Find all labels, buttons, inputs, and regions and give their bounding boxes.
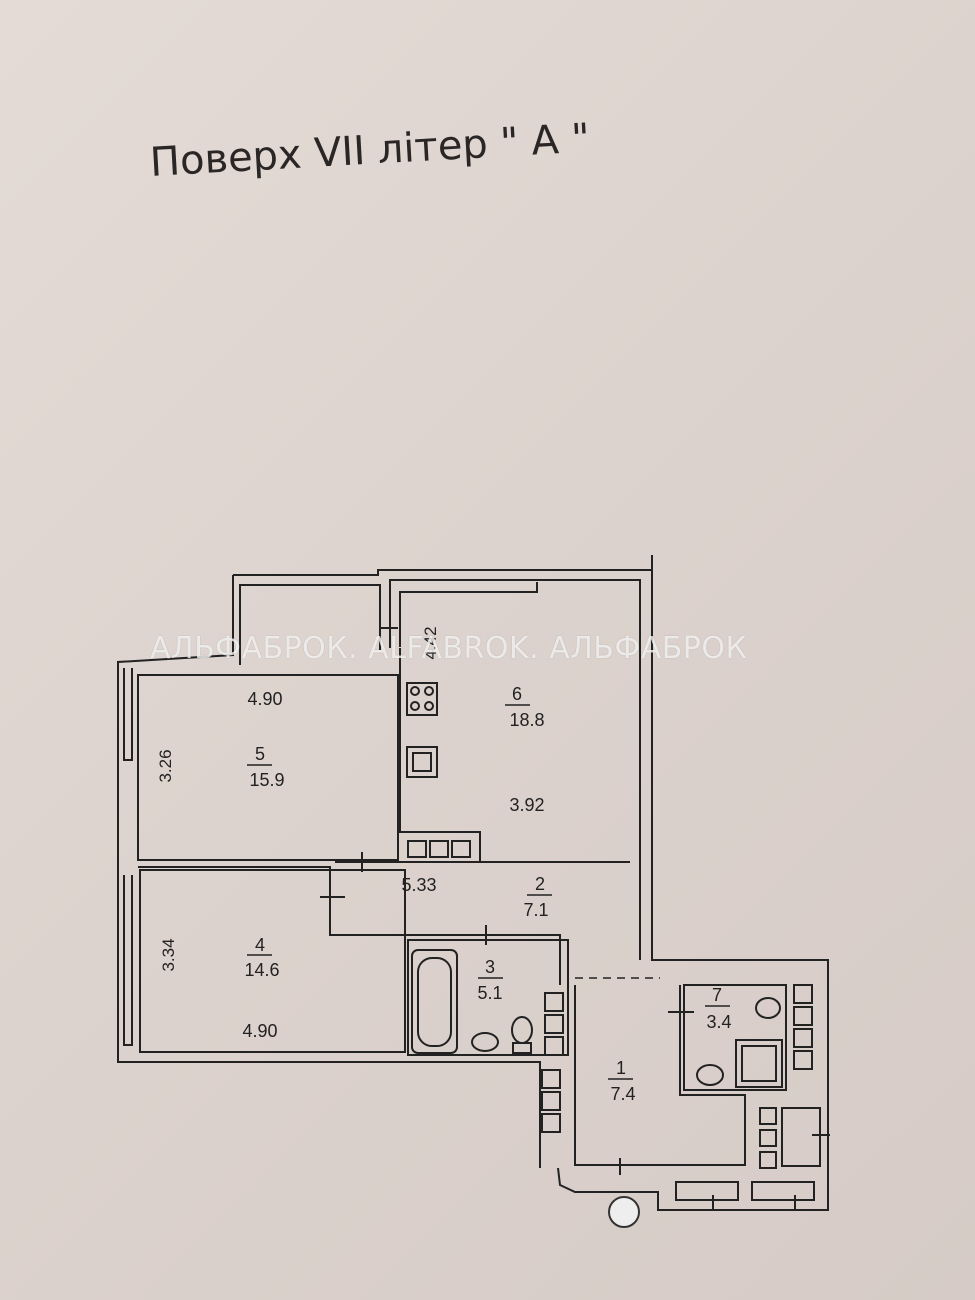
outer-wall-east	[557, 555, 829, 1211]
dim-corridor-length: 5.33	[401, 875, 436, 895]
shaft	[544, 992, 564, 1012]
stove-burner	[410, 686, 420, 696]
toilet	[511, 1016, 533, 1044]
dim-kitchen-depth: 3.92	[509, 795, 544, 815]
watermark: АЛЬФАБРОК. ALFABROK. АЛЬФАБРОК	[150, 631, 748, 666]
dim-room4-depth: 3.34	[159, 938, 178, 971]
room-5-number: 5	[255, 744, 265, 764]
room-5-outline	[137, 674, 399, 861]
window-room5	[123, 668, 133, 761]
room-4-area: 14.6	[244, 960, 279, 980]
shaft	[541, 1113, 561, 1133]
shaft	[759, 1107, 777, 1125]
shaft	[793, 1050, 813, 1070]
dim-room5-depth: 3.26	[156, 749, 175, 782]
stove-burner	[424, 701, 434, 711]
balcony-upper-inner2	[399, 582, 538, 647]
room-4-outline	[139, 869, 406, 1053]
wc-sink	[696, 1064, 724, 1086]
room-1-number: 1	[616, 1058, 626, 1078]
room-1-outline	[574, 985, 746, 1166]
room-3-number: 3	[485, 957, 495, 977]
room-5-area: 15.9	[249, 770, 284, 790]
room-3-outline	[407, 939, 569, 1056]
shaft	[541, 1091, 561, 1111]
shaft	[544, 1036, 564, 1056]
stove-burner	[424, 686, 434, 696]
bottom-unit	[751, 1181, 815, 1201]
wardrobe	[781, 1107, 821, 1167]
cabinet	[407, 840, 427, 858]
sink-basin	[412, 752, 432, 772]
room-2-number: 2	[535, 874, 545, 894]
room-7-number: 7	[712, 985, 722, 1005]
bottom-unit	[675, 1181, 739, 1201]
room-2-area: 7.1	[523, 900, 548, 920]
dim-room5-width: 4.90	[247, 689, 282, 709]
shower	[735, 1039, 783, 1088]
room-7-area: 3.4	[706, 1012, 731, 1032]
shaft	[759, 1151, 777, 1169]
room-7-outline	[683, 984, 787, 1091]
wc-toilet	[755, 997, 781, 1019]
cabinet	[451, 840, 471, 858]
shower-inner	[741, 1045, 777, 1082]
room-4-number: 4	[255, 935, 265, 955]
entrance-marker	[608, 1196, 640, 1228]
washbasin	[471, 1032, 499, 1052]
room-1-area: 7.4	[610, 1084, 635, 1104]
dim-kitchen-width: 4.42	[421, 626, 440, 659]
toilet-tank	[512, 1042, 532, 1054]
shaft	[759, 1129, 777, 1147]
dim-room4-width: 4.90	[242, 1021, 277, 1041]
stove	[406, 682, 438, 716]
window-room4	[123, 875, 133, 1046]
bathtub-inner	[417, 957, 452, 1047]
shaft	[793, 984, 813, 1004]
bathtub	[411, 949, 458, 1054]
corridor-wall	[138, 866, 561, 985]
outer-wall-west	[117, 575, 541, 1168]
shaft	[793, 1006, 813, 1026]
kitchen-sink	[406, 746, 438, 778]
room-6-area: 18.8	[509, 710, 544, 730]
shaft	[541, 1069, 561, 1089]
balcony-upper-inner	[389, 579, 641, 960]
shaft	[544, 1014, 564, 1034]
kitchen-wall	[399, 648, 481, 862]
balcony-upper	[239, 584, 381, 665]
room-3-area: 5.1	[477, 983, 502, 1003]
outer-wall	[233, 555, 653, 576]
stove-burner	[410, 701, 420, 711]
room-6-number: 6	[512, 684, 522, 704]
cabinet	[429, 840, 449, 858]
shaft	[793, 1028, 813, 1048]
